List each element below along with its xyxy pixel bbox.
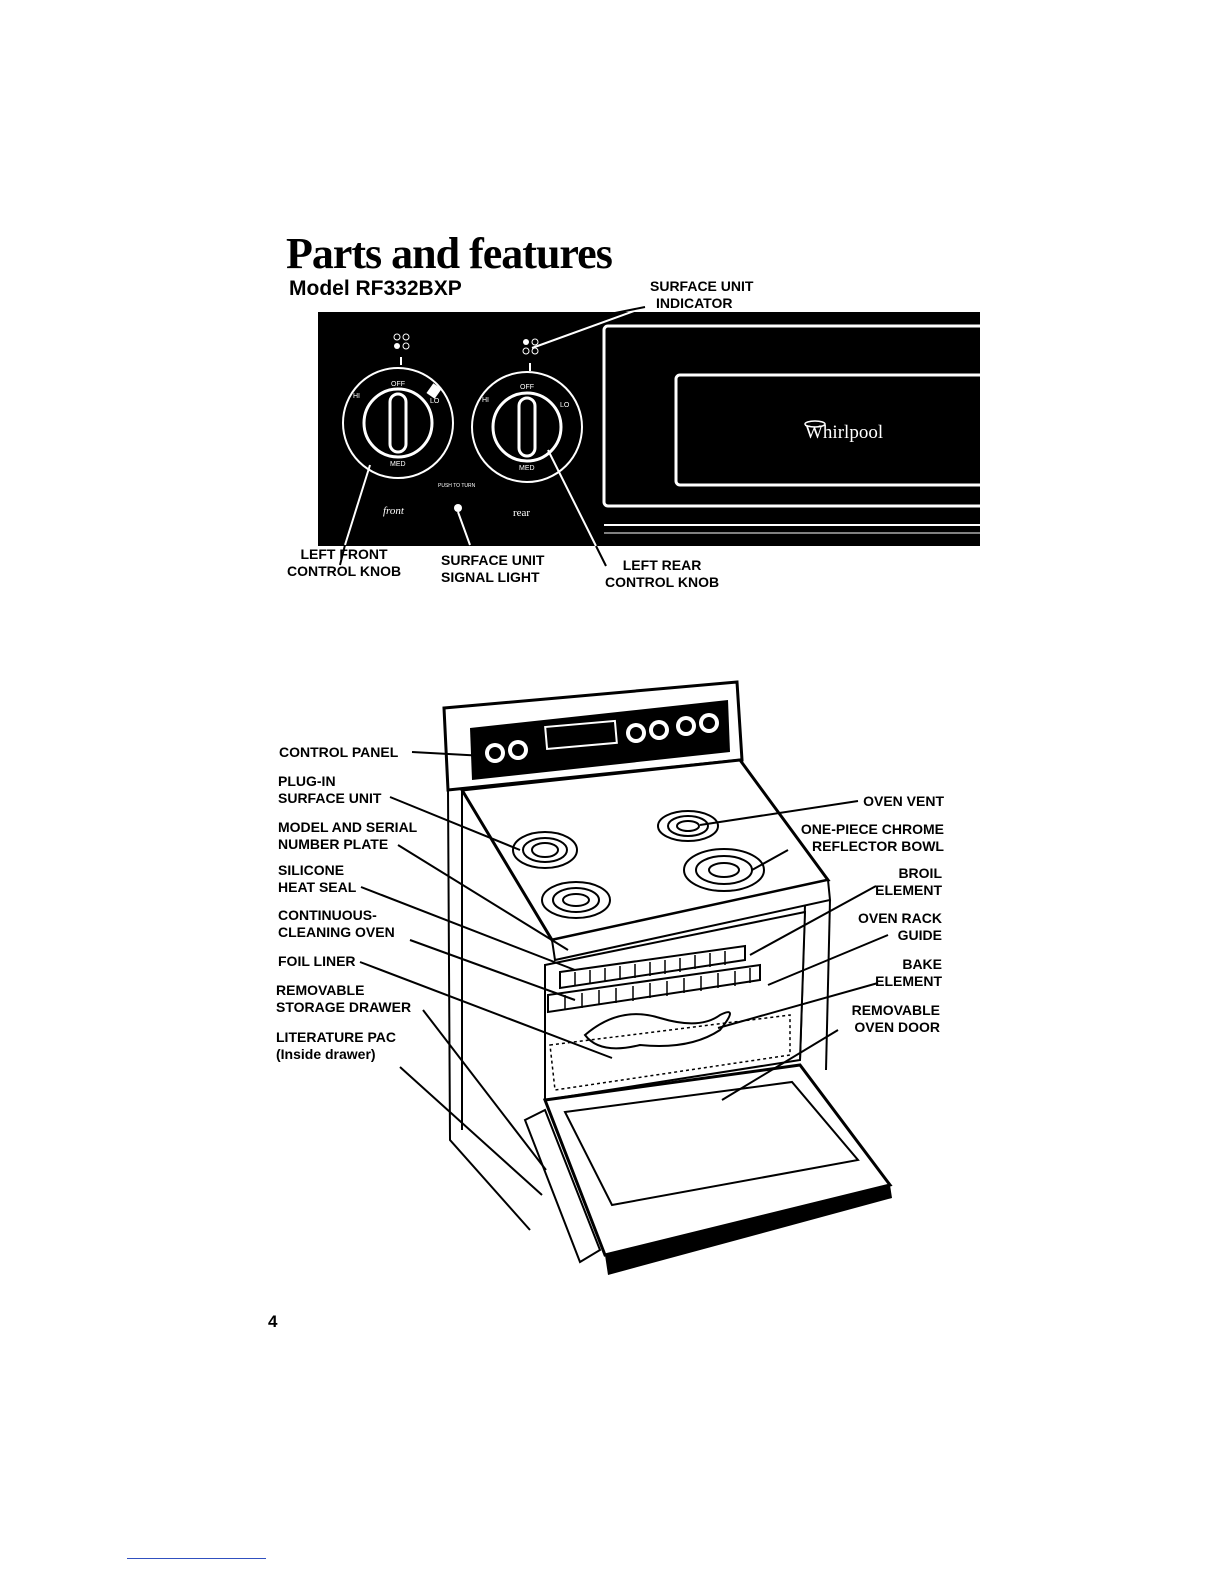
label-broil-element: BROIL ELEMENT [875, 865, 942, 898]
whirlpool-logo: Whirlpool [805, 422, 883, 443]
dial-text-lo-2: LO [560, 402, 570, 409]
label-plug-in-surface-unit: PLUG-IN SURFACE UNIT [278, 773, 382, 806]
label-foil-liner: FOIL LINER [278, 953, 356, 969]
label-surface-unit-indicator: SURFACE UNIT INDICATOR [650, 278, 754, 311]
label-left-rear-control-knob: LEFT REAR CONTROL KNOB [605, 557, 720, 590]
model-number: Model RF332BXP [289, 277, 462, 300]
label-left-front-control-knob: LEFT FRONT CONTROL KNOB [287, 546, 402, 579]
front-caption: front [383, 505, 405, 517]
label-continuous-cleaning-oven: CONTINUOUS- CLEANING OVEN [278, 907, 395, 940]
page-number: 4 [268, 1312, 278, 1331]
label-silicone-heat-seal: SILICONE HEAT SEAL [278, 862, 357, 895]
dial-text-hi-2: HI [482, 397, 489, 404]
label-control-panel: CONTROL PANEL [279, 744, 399, 760]
left-rear-knob [471, 371, 583, 483]
label-model-serial-plate: MODEL AND SERIAL NUMBER PLATE [278, 819, 418, 852]
dial-text-off-2: OFF [520, 384, 534, 391]
dial-text-med-2: MED [519, 465, 535, 472]
label-literature-pac: LITERATURE PAC (Inside drawer) [276, 1029, 397, 1062]
label-oven-rack-guide: OVEN RACK GUIDE [857, 910, 942, 943]
page-title: Parts and features [286, 229, 613, 278]
rear-caption: rear [513, 507, 530, 519]
label-removable-storage-drawer: REMOVABLE STORAGE DRAWER [276, 982, 412, 1015]
label-bake-element: BAKE ELEMENT [875, 956, 942, 989]
footer-rule [127, 1558, 266, 1559]
dial-text-med: MED [390, 461, 406, 468]
dial-text-hi: HI [353, 393, 360, 400]
dial-text-lo: LO [430, 398, 440, 405]
label-surface-unit-signal-light: SURFACE UNIT SIGNAL LIGHT [441, 552, 545, 585]
push-to-turn-text: PUSH TO TURN [438, 483, 476, 489]
dial-text-off: OFF [391, 381, 405, 388]
label-removable-oven-door: REMOVABLE OVEN DOOR [851, 1002, 940, 1035]
label-oven-vent: OVEN VENT [863, 793, 944, 809]
label-chrome-reflector-bowl: ONE-PIECE CHROME REFLECTOR BOWL [800, 821, 944, 854]
left-front-knob [342, 367, 454, 479]
